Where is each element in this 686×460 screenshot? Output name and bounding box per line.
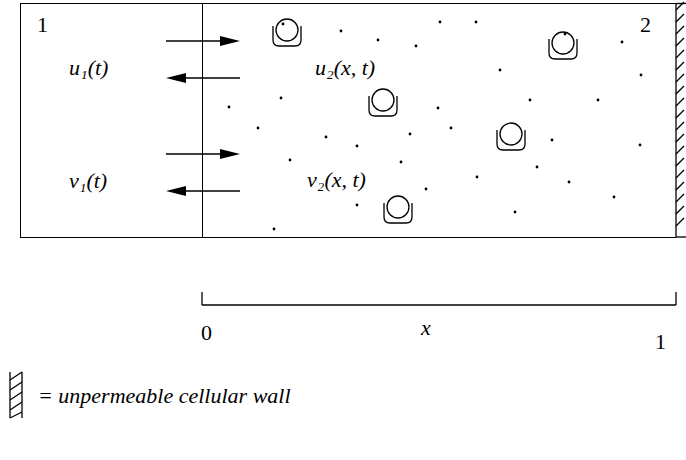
particle [377,39,380,42]
cell [552,32,574,54]
particle [639,144,642,147]
particle [536,166,539,169]
particle [228,106,231,109]
particle [514,211,517,214]
particle [437,107,440,110]
flux-arrow [166,36,240,46]
variable-label: v₁(t) [69,169,107,193]
particle [621,41,624,44]
particle [415,45,418,48]
variable-label: v₂(x, t) [307,168,366,192]
scale-end: 1 [655,330,666,354]
particle [640,74,643,77]
particle [409,133,412,136]
particle [597,99,600,102]
compartment-number: 2 [640,13,651,37]
particle [340,30,343,33]
particle [529,99,532,102]
variable-label: u₁(t) [69,56,108,80]
compartment-box: 1 u₁(t) v₁(t) [20,3,203,238]
particle [450,127,453,130]
particle [325,136,328,139]
compartment-number: 1 [37,13,48,37]
flux-arrow [166,149,240,159]
cell [276,19,298,41]
axis-variable: x [421,316,431,340]
particle [499,69,502,72]
particle [280,97,283,100]
particle [613,196,616,199]
particle [356,204,359,207]
particle [273,228,276,231]
particle [568,181,571,184]
legend-text: = unpermeable cellular wall [38,384,291,408]
cell [372,89,394,111]
flux-arrow [166,186,240,196]
particle [439,21,442,24]
scale-start: 0 [201,321,212,345]
compartment-box: 2 u₂(x, t) v₂(x, t) [202,3,676,238]
particle [425,188,428,191]
particle [400,161,403,164]
cell [387,196,409,218]
variable-label: u₂(x, t) [315,56,375,80]
particle [475,21,478,24]
particle [551,139,554,142]
particle [564,33,567,36]
cell [500,123,522,145]
particle [282,23,285,26]
particle [356,145,359,148]
particle [476,176,479,179]
flux-arrow [166,73,240,83]
particle [257,127,260,130]
particle [289,159,292,162]
